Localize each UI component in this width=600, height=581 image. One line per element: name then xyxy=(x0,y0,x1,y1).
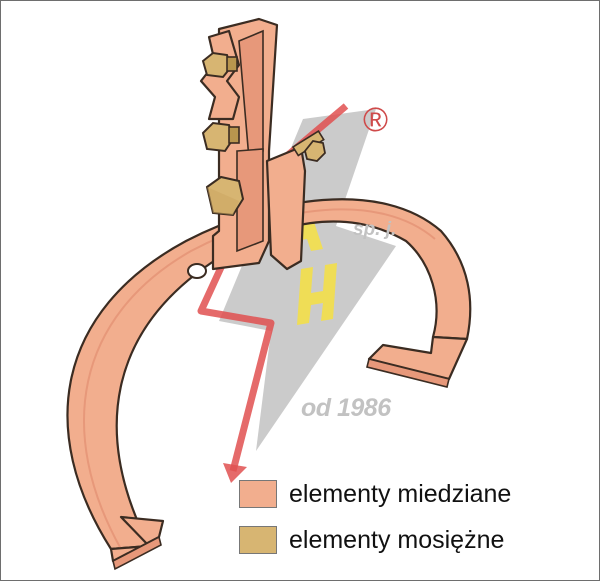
brass-nut-side xyxy=(304,140,326,162)
legend-label-copper: elementy miedziane xyxy=(289,479,512,508)
watermark-company-suffix: sp. j. xyxy=(353,219,397,240)
legend-item-brass: elementy mosiężne xyxy=(239,523,511,557)
brass-fasteners xyxy=(201,51,326,217)
copper-strap xyxy=(66,198,472,571)
legend-item-copper: elementy miedziane xyxy=(239,477,511,511)
watermark-red-arrowhead xyxy=(223,463,247,483)
legend: elementy miedziane elementy mosiężne xyxy=(239,477,511,569)
legend-label-brass: elementy mosiężne xyxy=(289,525,505,554)
copper-bracket xyxy=(199,17,307,271)
legend-swatch-copper xyxy=(239,480,277,508)
strap-hole xyxy=(187,263,207,279)
legend-swatch-brass xyxy=(239,526,277,554)
bracket-cross-piece xyxy=(265,145,307,271)
watermark-since-year: od 1986 xyxy=(301,394,391,422)
registered-mark: ® xyxy=(363,101,389,139)
